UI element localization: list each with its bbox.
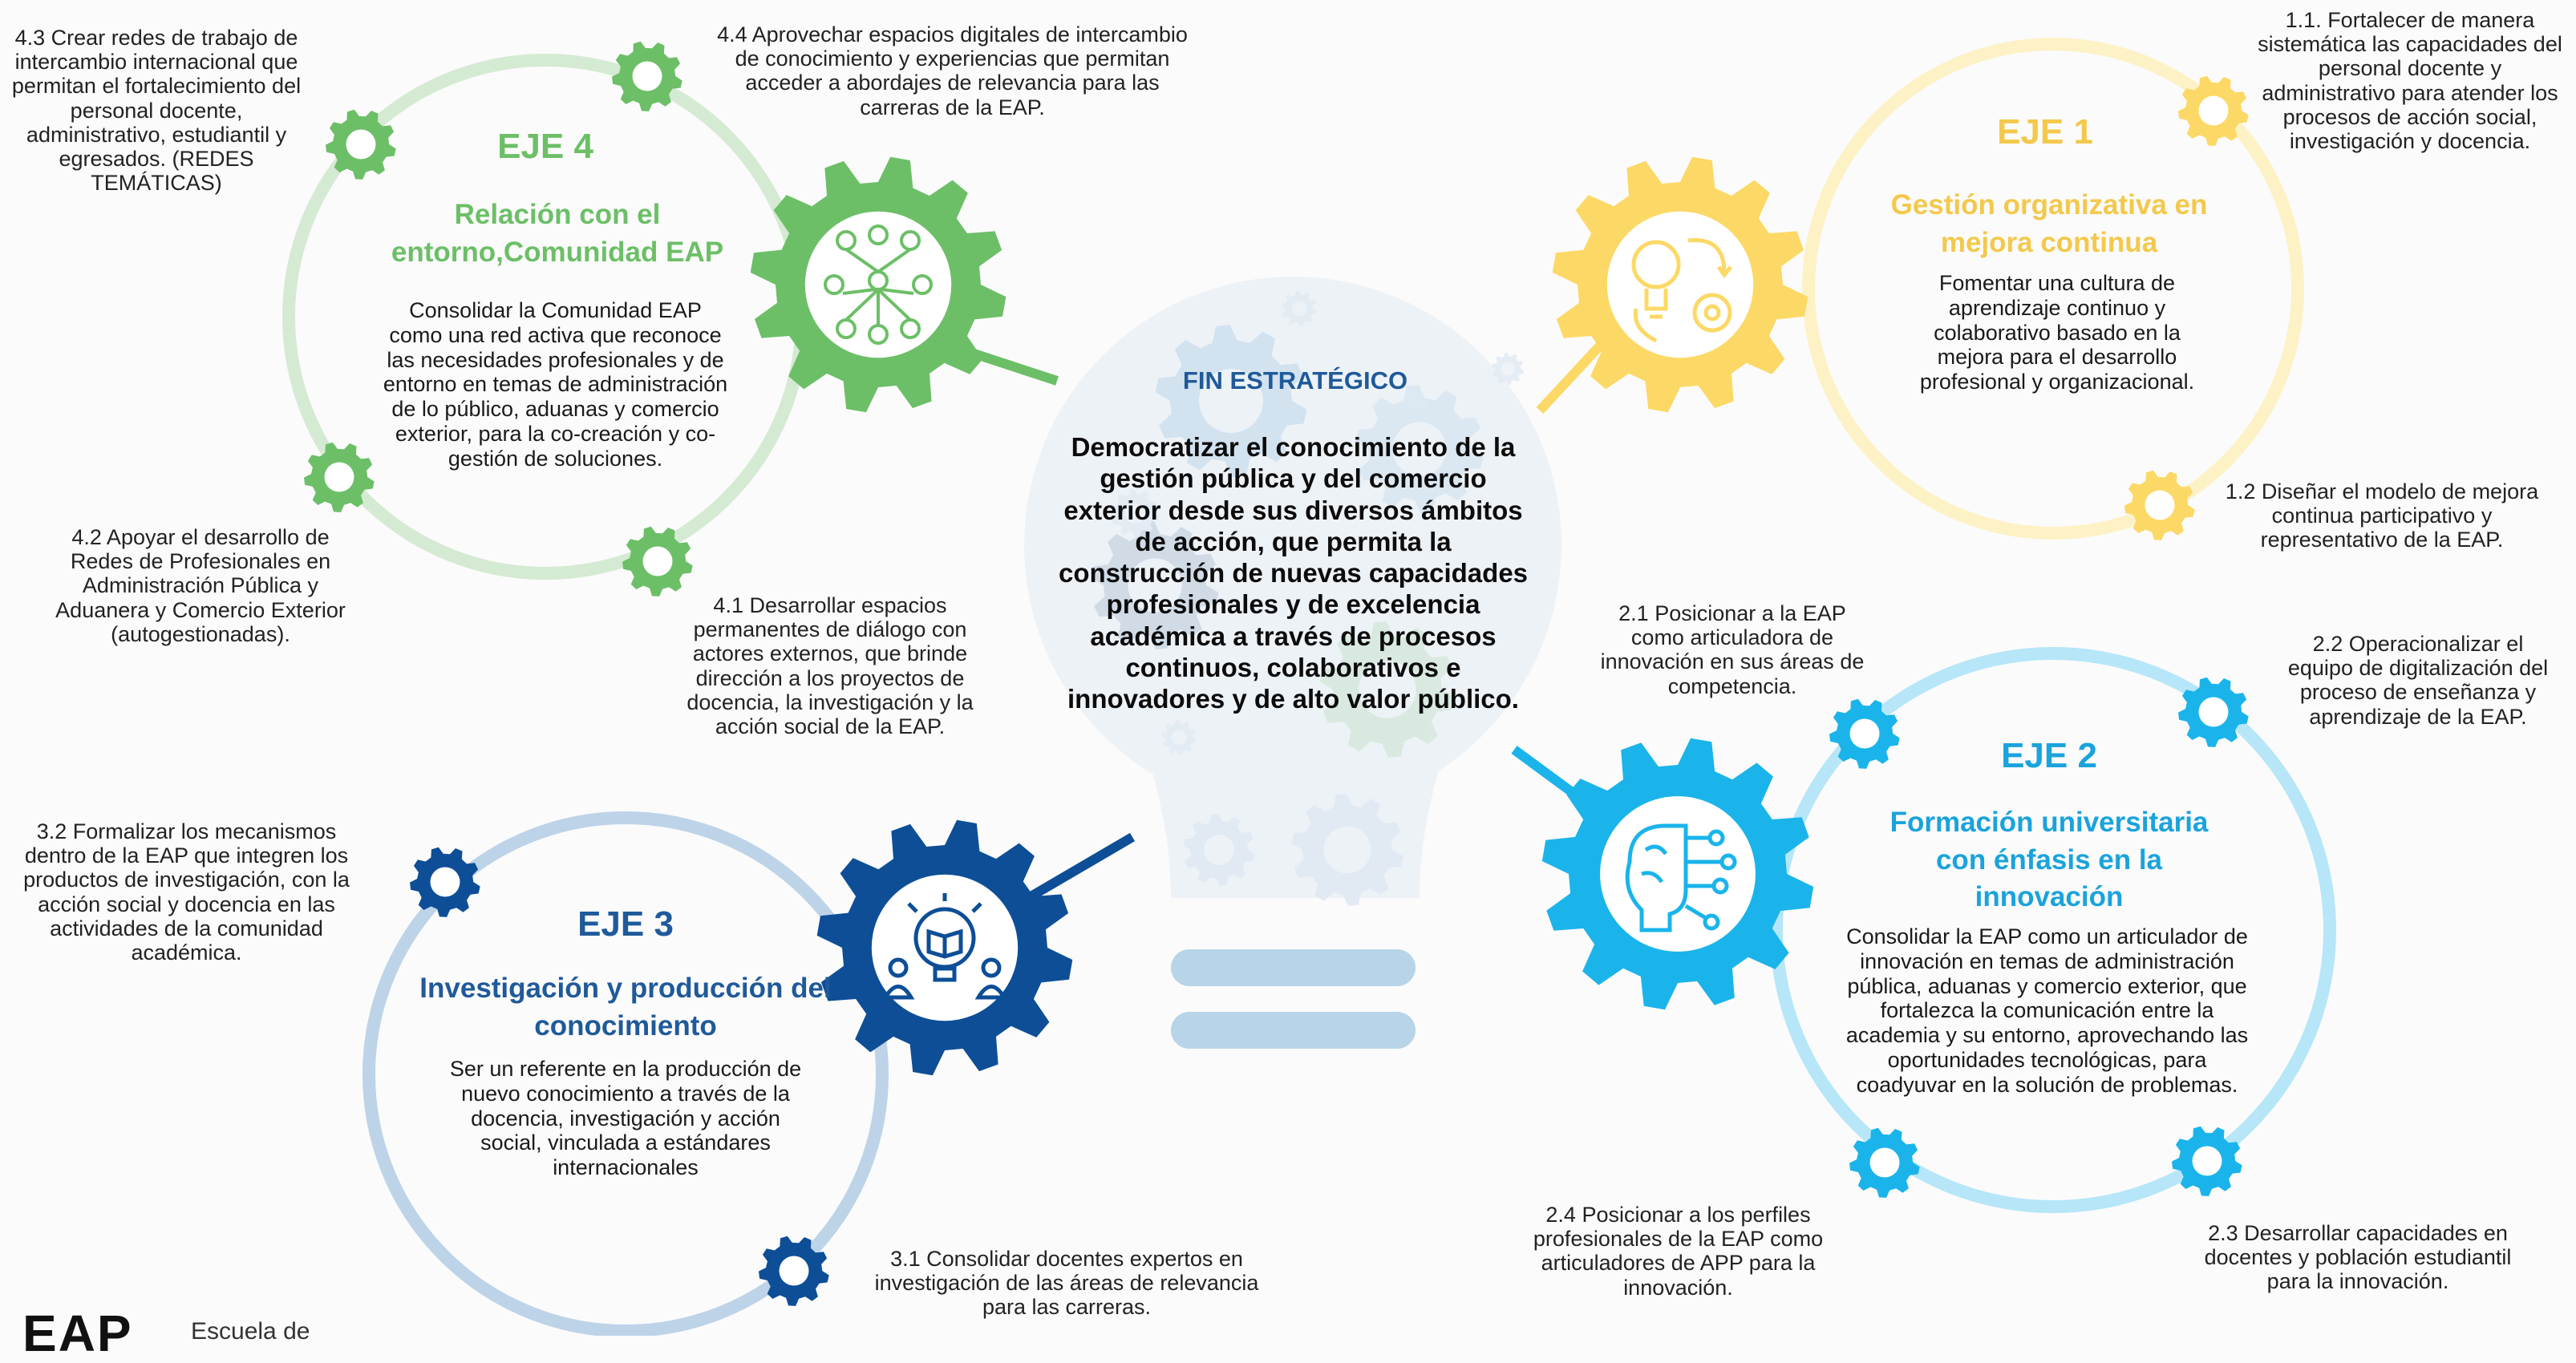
eje1-objective-1-1: 1.1. Fortalecer de manera sistemática la… [2258,8,2562,154]
eje2-small-gear-icon [1849,1127,1920,1198]
eje1-small-gear-icon [2124,470,2195,540]
eje3-objective-3-1: 3.1 Consolidar docentes expertos en inve… [874,1247,1259,1320]
eje4-objective-4-2: 4.2 Apoyar el desarrollo de Redes de Pro… [55,525,346,646]
eje3-description: Ser un referente en la producción de nue… [449,1057,802,1180]
eje1-small-gear-icon [2178,75,2249,146]
eje1-ring [1802,38,2304,540]
eje3-objective-3-2: 3.2 Formalizar los mecanismos dentro de … [23,819,350,965]
bulb-gear-icon [1319,621,1456,758]
eje4-description: Consolidar la Comunidad EAP como una red… [383,298,728,471]
eje4-small-gear-icon [326,109,396,180]
eap-logo: EAP Escuela de [22,1304,310,1363]
fin-estrategico-text: Democratizar el conocimiento de la gesti… [1058,432,1529,714]
eje4-objective-4-3: 4.3 Crear redes de trabajo de intercambi… [11,26,302,196]
eje4-title: EJE 4 [497,127,593,166]
eje2-objective-2-2: 2.2 Operacionalizar el equipo de digital… [2287,632,2549,729]
eje1-title: EJE 1 [1997,112,2093,152]
bulb-gear-icon [1492,353,1524,385]
logo-sub-text: Escuela de [191,1318,310,1345]
eje3-ring [363,811,889,1336]
eje2-title: EJE 2 [2001,736,2097,775]
eje1-subtitle: Gestión organizativa en mejora continua [1890,189,2208,258]
eje1-description: Fomentar una cultura de aprendizaje cont… [1919,271,2195,394]
eje2-objective-2-4: 2.4 Posicionar a los perfiles profesiona… [1533,1203,1824,1300]
eje2-objective-2-3: 2.3 Desarrollar capacidades en docentes … [2204,1221,2512,1294]
bulb-gear-icon [1111,489,1159,537]
eje3-small-gear-icon [410,847,480,917]
eje3-title: EJE 3 [577,904,674,944]
eje2-small-gear-icon [2172,1126,2242,1196]
eje1-connector [1536,341,1605,415]
bulb-base-bar-2 [1171,1012,1416,1049]
bulb-gear-icon [1155,325,1307,477]
eje4-objective-4-4: 4.4 Aprovechar espacios digitales de int… [717,22,1188,119]
eje3-subtitle: Investigación y producción del conocimie… [419,973,832,1041]
eje1-objective-1-2: 1.2 Diseñar el modelo de mejora continua… [2225,479,2539,552]
bulb-gear-icon [1291,794,1403,906]
bulb-gear-icon [1183,814,1255,886]
eje1-gear-icon [1552,156,1808,413]
eje2-small-gear-icon [1829,698,1900,769]
eje4-gear-icon [750,156,1007,413]
eje2-objective-2-1: 2.1 Posicionar a la EAP como articulador… [1600,601,1865,698]
bulb-base-bar-1 [1171,949,1416,986]
research-book-icon [881,893,1008,1000]
eje2-subtitle: Formación universitaria con énfasis en l… [1889,807,2209,913]
eje4-small-gear-icon [304,442,375,512]
eje3-small-gear-icon [759,1236,829,1306]
continuous-improvement-icon [1631,238,1732,343]
eje2-ring [1770,647,2336,1213]
eje4-small-gear-icon [612,41,682,111]
light-bulb-graphic [1024,277,1561,1049]
eje4-objective-4-1: 4.1 Desarrollar espacios permanentes de … [687,593,974,739]
eje2-description: Consolidar la EAP como un articulador de… [1845,924,2249,1097]
bulb-gear-icon [1282,291,1317,326]
eje4-subtitle: Relación con el entorno,Comunidad EAP [391,199,724,268]
bulb-gear-icon [1355,385,1484,513]
eje3-connector [1011,832,1136,911]
innovation-brain-icon [1625,823,1737,932]
fin-estrategico-title: FIN ESTRATÉGICO [1182,366,1408,394]
eje4-small-gear-icon [622,526,693,597]
logo-main-text: EAP [22,1304,133,1362]
bulb-gear-icon [1091,521,1219,649]
eje2-small-gear-icon [2178,677,2249,747]
bulb-gear-icon [1161,720,1197,755]
network-people-icon [824,224,933,345]
